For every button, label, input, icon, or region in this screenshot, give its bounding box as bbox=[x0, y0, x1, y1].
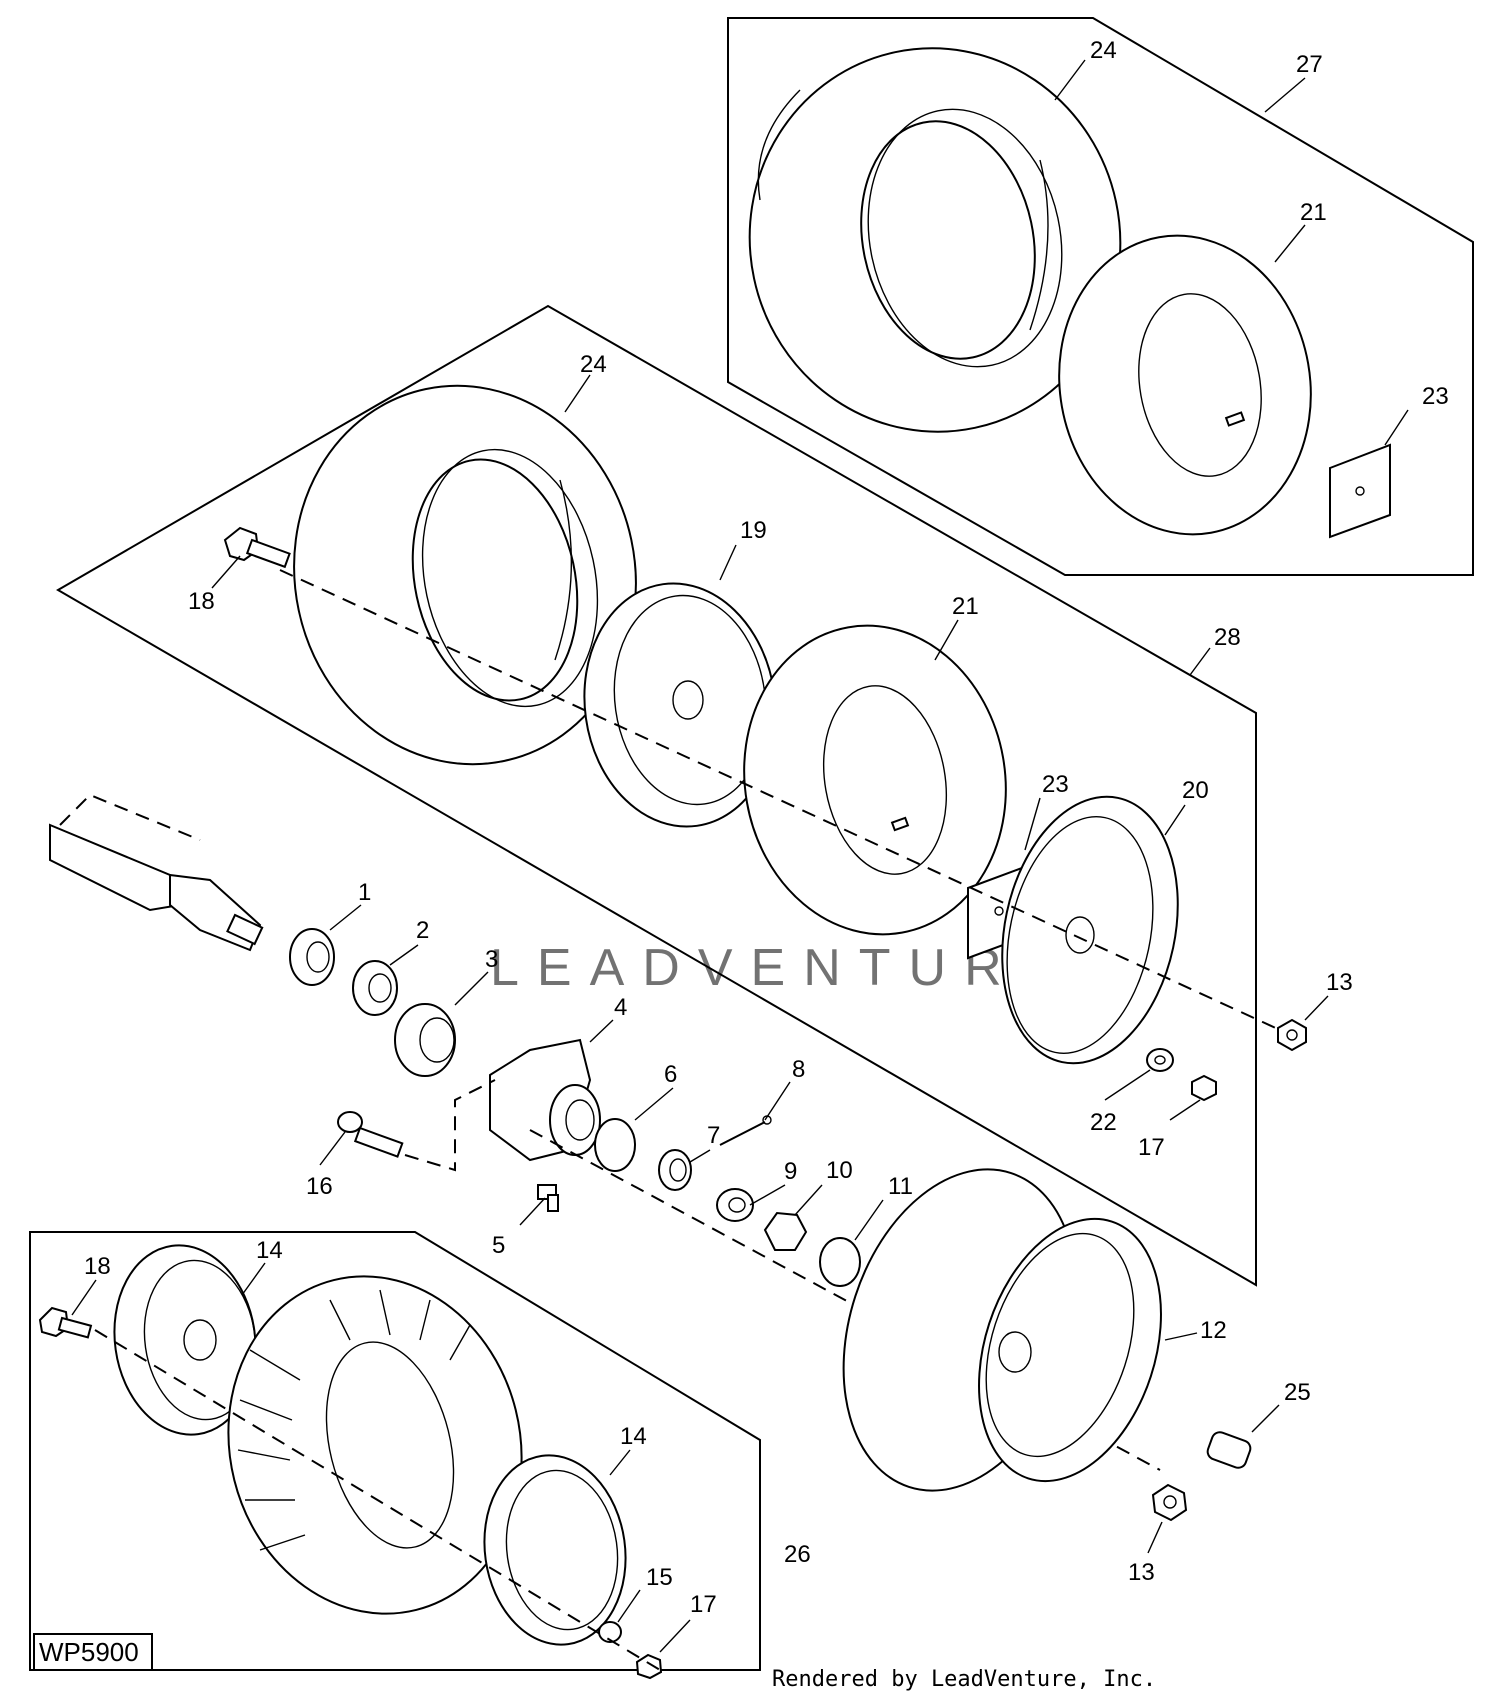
nut-17-right bbox=[1191, 1074, 1217, 1102]
bolt-18-top bbox=[223, 526, 291, 569]
callout-20: 20 bbox=[1182, 777, 1209, 804]
nut-13-right bbox=[1277, 1018, 1307, 1052]
tube-21-top bbox=[1058, 234, 1312, 536]
callout-1: 1 bbox=[358, 879, 371, 906]
callout-25: 25 bbox=[1284, 1379, 1311, 1406]
callout-26: 26 bbox=[784, 1541, 811, 1568]
axis-line-lower bbox=[529, 1129, 1161, 1471]
washer-15 bbox=[598, 1621, 622, 1643]
axis-line-26 bbox=[94, 1329, 661, 1671]
callout-9: 9 bbox=[784, 1158, 797, 1185]
callout-23-mid: 23 bbox=[1042, 771, 1069, 798]
spindle-shaft bbox=[49, 793, 264, 952]
bearing-cup-6 bbox=[594, 1118, 636, 1172]
bolt-16 bbox=[337, 1111, 404, 1158]
callout-22: 22 bbox=[1090, 1109, 1117, 1136]
rim-half-14-right bbox=[483, 1454, 627, 1646]
callout-15: 15 bbox=[646, 1564, 673, 1591]
bearing-cone-7 bbox=[658, 1149, 692, 1191]
callout-21-mid: 21 bbox=[952, 593, 979, 620]
tire-tread bbox=[227, 1275, 523, 1615]
callout-10: 10 bbox=[826, 1157, 853, 1184]
nut-13-bottom bbox=[1151, 1483, 1188, 1522]
wheel-12 bbox=[842, 1168, 1162, 1492]
callout-24-top: 24 bbox=[1090, 37, 1117, 64]
callout-11: 11 bbox=[888, 1173, 913, 1200]
callout-8: 8 bbox=[792, 1056, 805, 1083]
callout-14-left: 14 bbox=[256, 1237, 283, 1264]
callout-13-right: 13 bbox=[1326, 969, 1353, 996]
group-26-box bbox=[29, 1231, 761, 1671]
tube-21-mid bbox=[743, 624, 1007, 936]
rim-half-20 bbox=[1001, 795, 1179, 1065]
callout-18-top: 18 bbox=[188, 588, 215, 615]
callout-17-bottom: 17 bbox=[690, 1591, 717, 1618]
callout-6: 6 bbox=[664, 1061, 677, 1088]
cap-11 bbox=[819, 1237, 861, 1287]
callout-7: 7 bbox=[707, 1122, 720, 1149]
washer-9 bbox=[716, 1188, 754, 1222]
nut-10 bbox=[763, 1211, 808, 1251]
callout-24-mid: 24 bbox=[580, 351, 607, 378]
valve-stem-25 bbox=[1206, 1431, 1252, 1469]
callout-23-top: 23 bbox=[1422, 383, 1449, 410]
callout-18-bottom: 18 bbox=[84, 1253, 111, 1280]
callout-27: 27 bbox=[1296, 51, 1323, 78]
callout-2: 2 bbox=[416, 917, 429, 944]
watermark-text: LEADVENTURE bbox=[490, 939, 1072, 997]
bolt-18-bottom bbox=[38, 1306, 93, 1339]
patch-23-top bbox=[1329, 443, 1391, 539]
cotter-pin-8 bbox=[719, 1115, 772, 1146]
bearing-cup-3 bbox=[394, 1003, 456, 1077]
diagram-code-box bbox=[33, 1633, 153, 1671]
callout-4: 4 bbox=[614, 994, 627, 1021]
group-27-box bbox=[727, 17, 1474, 576]
washer-22 bbox=[1146, 1048, 1174, 1072]
callout-12: 12 bbox=[1200, 1317, 1227, 1344]
seal-1 bbox=[289, 928, 335, 986]
callout-28: 28 bbox=[1214, 624, 1241, 651]
tire-24-top bbox=[748, 47, 1122, 433]
bolt-16-leader-dash bbox=[404, 1079, 496, 1172]
credit-text: Rendered by LeadVenture, Inc. bbox=[772, 1667, 1156, 1691]
nut-17-bottom bbox=[635, 1653, 663, 1680]
bearing-cone-2 bbox=[352, 960, 398, 1016]
callout-19: 19 bbox=[740, 517, 767, 544]
callout-13-bottom: 13 bbox=[1128, 1559, 1155, 1586]
rim-half-19 bbox=[583, 582, 777, 828]
hub-4 bbox=[489, 1038, 601, 1162]
rim-half-14-left bbox=[113, 1244, 257, 1436]
group-28-box bbox=[56, 304, 1257, 1287]
callout-14-right: 14 bbox=[620, 1423, 647, 1450]
callout-16: 16 bbox=[306, 1173, 333, 1200]
callout-17-right: 17 bbox=[1138, 1134, 1165, 1161]
callout-21-top: 21 bbox=[1300, 199, 1327, 226]
callout-3: 3 bbox=[485, 946, 498, 973]
diagram-code: WP5900 bbox=[39, 1637, 139, 1667]
tire-24-mid bbox=[293, 384, 637, 766]
leader-lines bbox=[71, 59, 1409, 1653]
callout-5: 5 bbox=[492, 1232, 505, 1259]
grease-fitting-5 bbox=[537, 1184, 559, 1212]
